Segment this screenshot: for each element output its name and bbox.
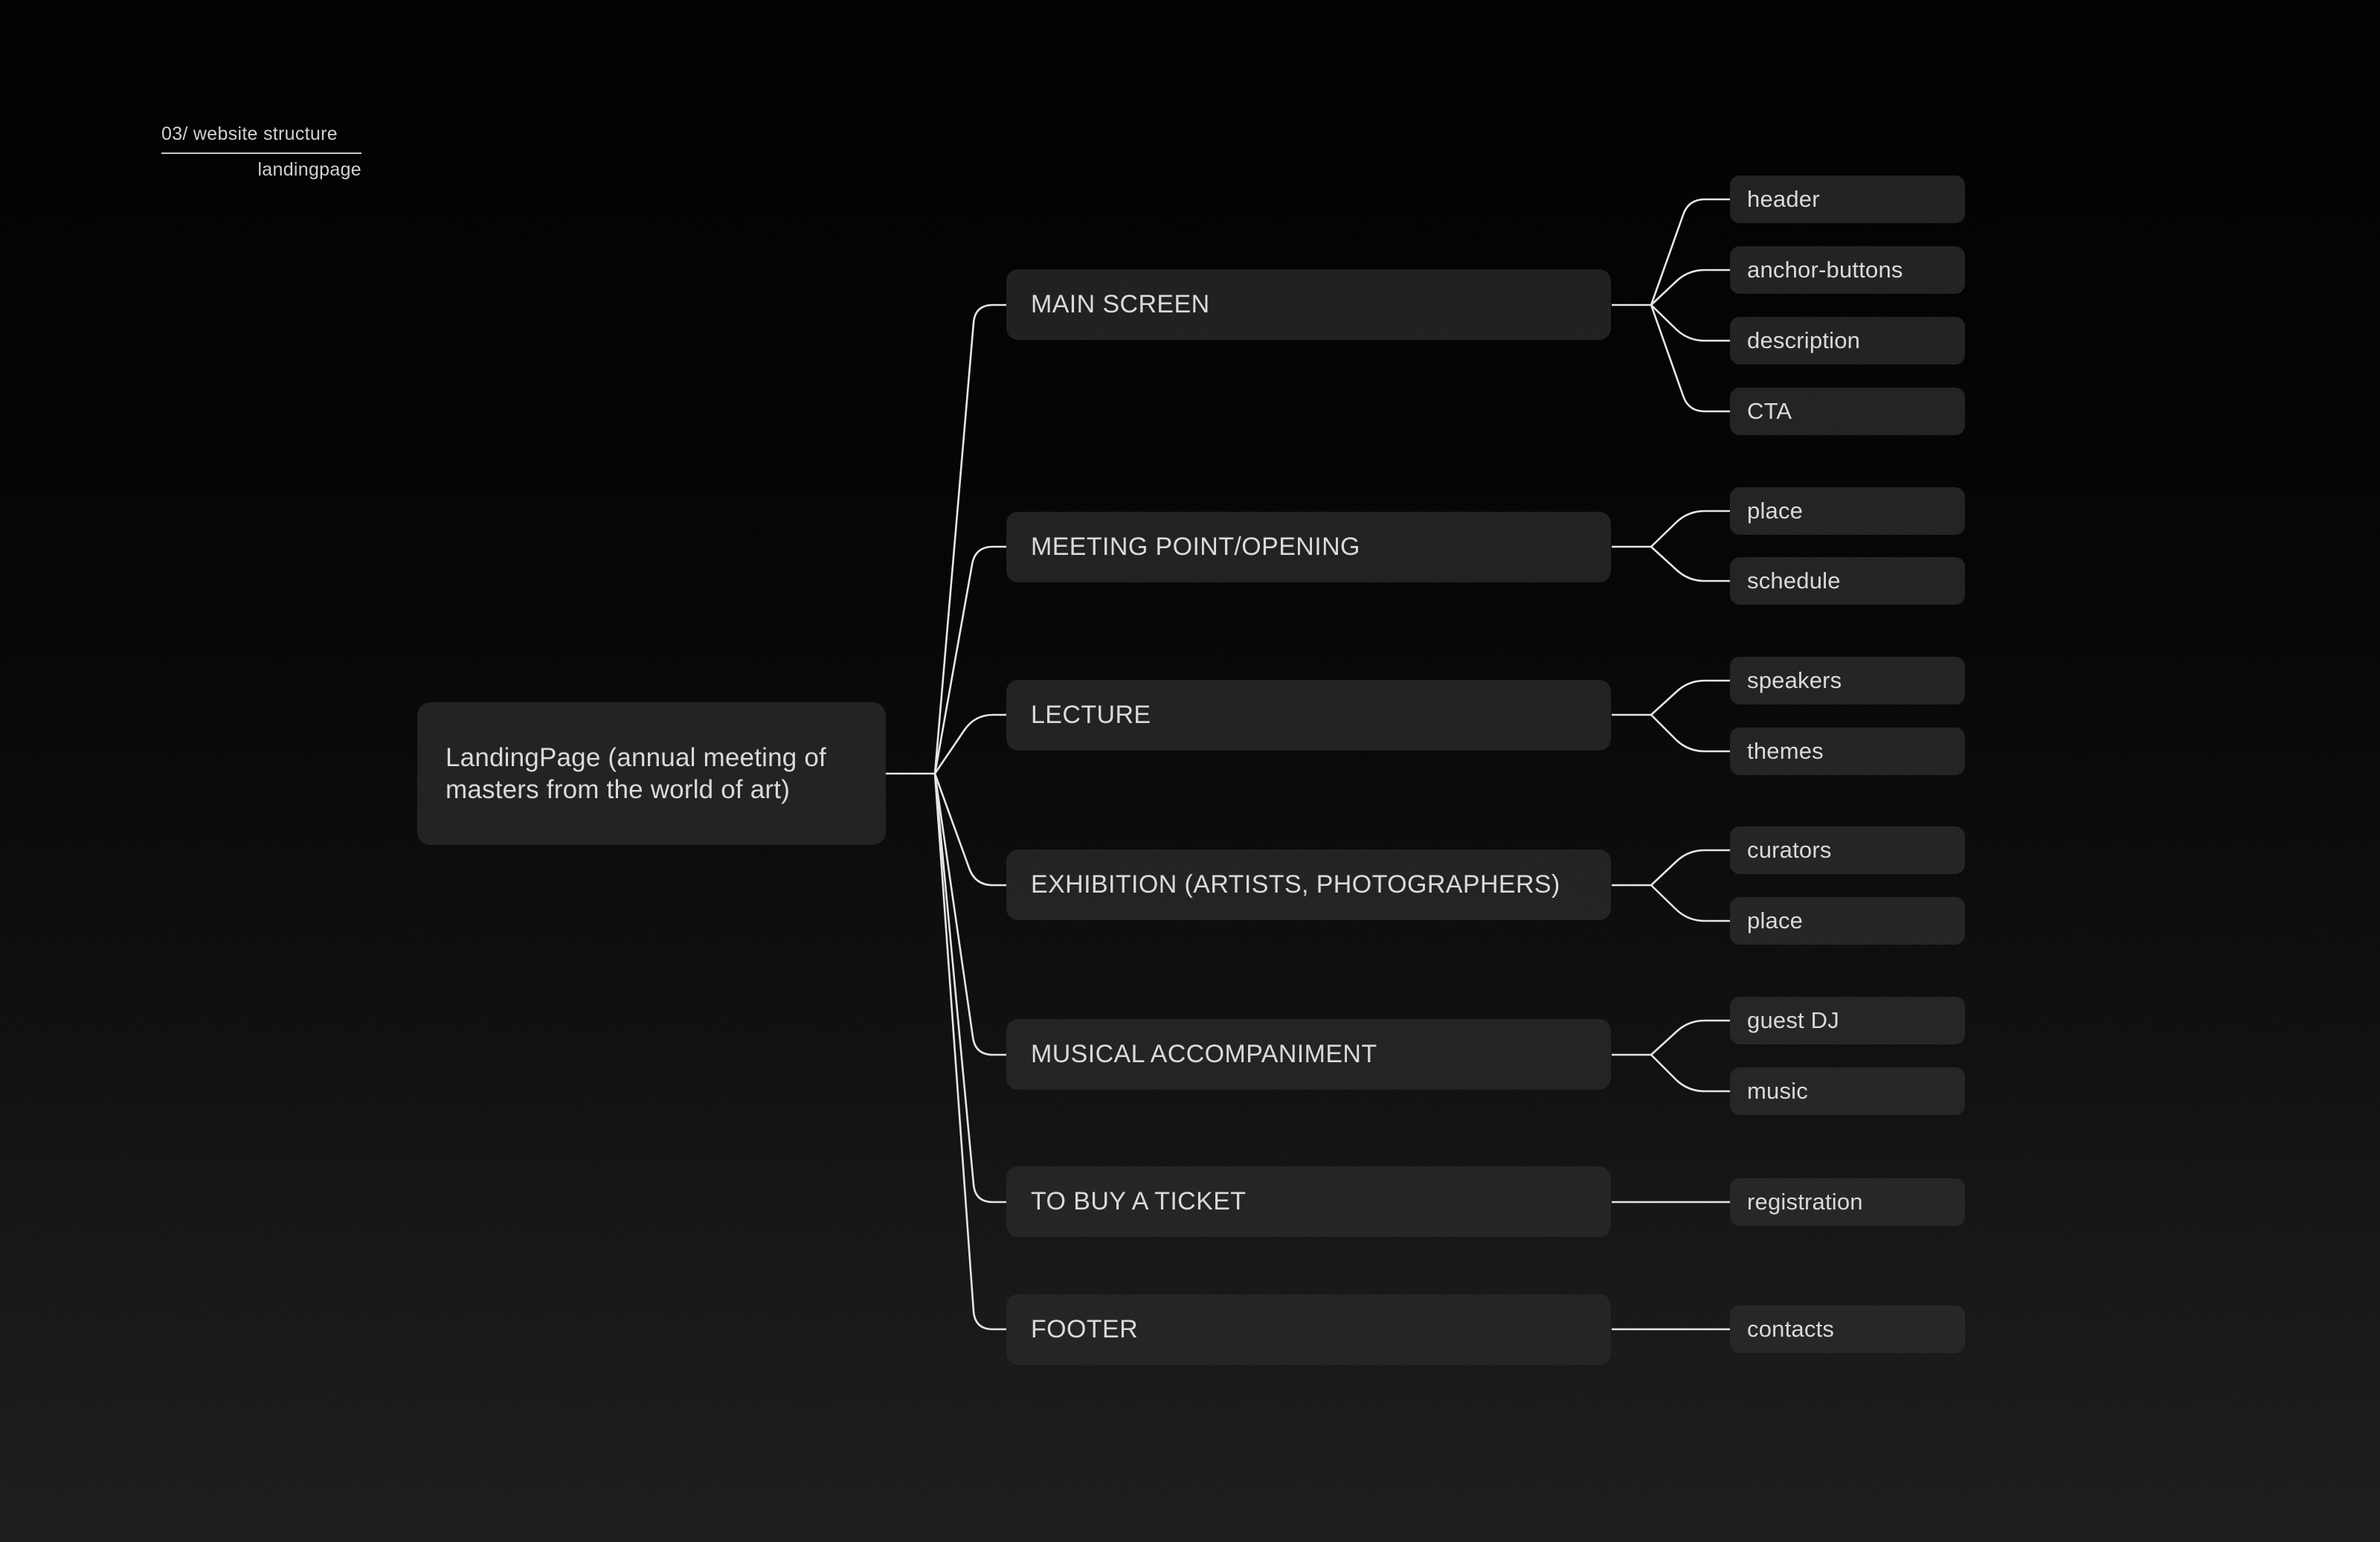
section-node-musical: MUSICAL ACCOMPANIMENT xyxy=(1006,1019,1611,1090)
leaf-label: description xyxy=(1747,327,1861,353)
edge-main-description xyxy=(1650,304,1730,342)
section-label: TO BUY A TICKET xyxy=(1031,1187,1247,1215)
section-label: MAIN SCREEN xyxy=(1031,290,1210,318)
page-index-label: 03/ website structure xyxy=(161,123,361,154)
leaf-label: guest DJ xyxy=(1747,1007,1839,1033)
edge-exhibition-place xyxy=(1650,884,1730,922)
edge-root-footer xyxy=(933,773,1006,1331)
edge-musical-music xyxy=(1650,1054,1730,1093)
section-node-ticket: TO BUY A TICKET xyxy=(1006,1166,1611,1237)
section-node-exhibition: EXHIBITION (ARTISTS, PHOTOGRAPHERS) xyxy=(1006,849,1611,920)
edge-root-lecture xyxy=(933,713,1006,774)
edge-root-main-screen xyxy=(933,303,1006,774)
leaf-label: themes xyxy=(1747,738,1824,764)
section-label: LECTURE xyxy=(1031,701,1151,729)
section-label: MEETING POINT/OPENING xyxy=(1031,533,1360,561)
edge-musical-guest-dj xyxy=(1650,1019,1730,1056)
leaf-node-place: place xyxy=(1730,487,1965,535)
leaf-node-description: description xyxy=(1730,317,1965,364)
edge-meeting-place xyxy=(1650,510,1730,547)
section-node-footer: FOOTER xyxy=(1006,1294,1611,1365)
section-label: FOOTER xyxy=(1031,1315,1139,1343)
leaf-label: schedule xyxy=(1747,568,1841,594)
leaf-node-registration: registration xyxy=(1730,1178,1965,1226)
leaf-node-schedule: schedule xyxy=(1730,557,1965,605)
section-label: EXHIBITION (ARTISTS, PHOTOGRAPHERS) xyxy=(1031,870,1560,899)
leaf-node-guest-dj: guest DJ xyxy=(1730,997,1965,1044)
leaf-label: CTA xyxy=(1747,398,1792,424)
leaf-label: registration xyxy=(1747,1189,1863,1215)
leaf-label: curators xyxy=(1747,837,1832,863)
leaf-node-exhibition-place: place xyxy=(1730,897,1965,945)
page-subtitle-label: landingpage xyxy=(257,159,361,180)
leaf-node-curators: curators xyxy=(1730,826,1965,874)
section-label: MUSICAL ACCOMPANIMENT xyxy=(1031,1040,1377,1068)
edge-main-cta xyxy=(1650,304,1730,413)
root-node-landingpage: LandingPage (annual meeting of masters f… xyxy=(417,702,886,845)
root-node-label: LandingPage (annual meeting of masters f… xyxy=(446,742,826,804)
section-node-meeting-point: MEETING POINT/OPENING xyxy=(1006,512,1611,582)
leaf-node-anchor-buttons: anchor-buttons xyxy=(1730,246,1965,294)
section-node-lecture: LECTURE xyxy=(1006,680,1611,751)
edge-root-ticket xyxy=(933,773,1006,1204)
edge-root-meeting-point xyxy=(933,545,1006,774)
leaf-node-themes: themes xyxy=(1730,727,1965,775)
edge-lecture-themes xyxy=(1650,714,1730,753)
leaf-label: place xyxy=(1747,907,1804,934)
leaf-label: music xyxy=(1747,1078,1808,1104)
leaf-label: contacts xyxy=(1747,1316,1835,1342)
leaf-node-music: music xyxy=(1730,1067,1965,1115)
leaf-node-cta: CTA xyxy=(1730,388,1965,435)
leaf-node-contacts: contacts xyxy=(1730,1305,1965,1353)
leaf-label: header xyxy=(1747,186,1820,212)
section-node-main-screen: MAIN SCREEN xyxy=(1006,269,1611,340)
edge-meeting-schedule xyxy=(1650,546,1730,582)
edge-root-exhibition xyxy=(933,773,1006,887)
edge-main-anchor-buttons xyxy=(1650,269,1730,306)
leaf-label: anchor-buttons xyxy=(1747,257,1903,283)
edge-main-header xyxy=(1650,198,1730,306)
edge-lecture-speakers xyxy=(1650,679,1730,716)
leaf-label: speakers xyxy=(1747,667,1842,693)
leaf-node-header: header xyxy=(1730,176,1965,223)
page-label: 03/ website structure landingpage xyxy=(161,123,361,181)
leaf-label: place xyxy=(1747,498,1804,524)
leaf-node-speakers: speakers xyxy=(1730,657,1965,704)
edge-exhibition-curators xyxy=(1650,849,1730,886)
